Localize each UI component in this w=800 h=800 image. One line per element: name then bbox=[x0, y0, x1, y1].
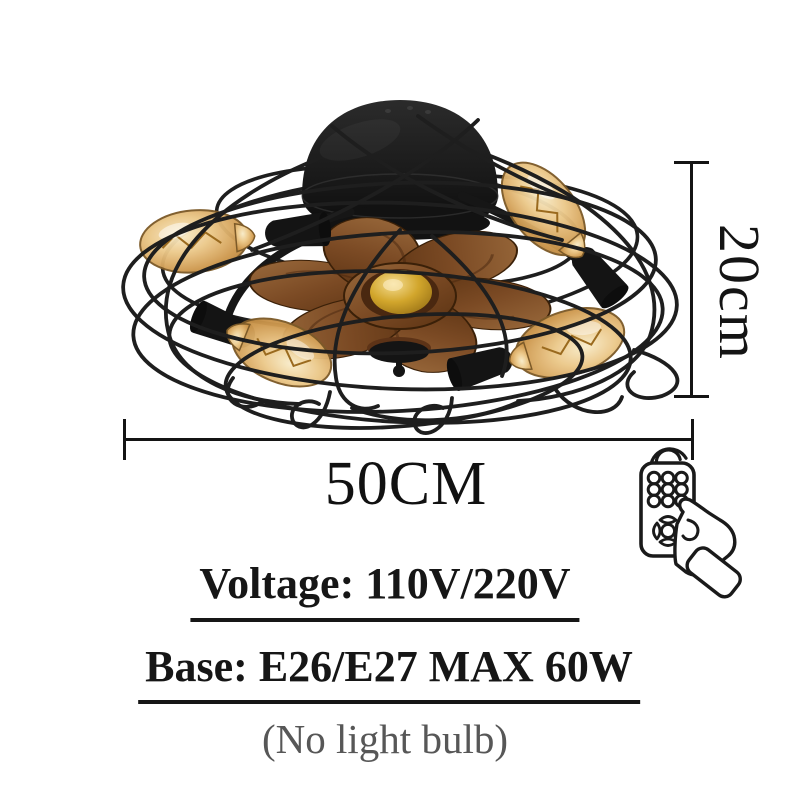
edison-bulbs bbox=[139, 161, 626, 388]
height-dimension-line bbox=[674, 161, 709, 398]
bulb-socket bbox=[446, 347, 513, 391]
spec-note: (No light bulb) bbox=[262, 716, 508, 762]
bulb-socket bbox=[571, 247, 629, 309]
height-dimension-label: 20cm bbox=[707, 224, 772, 361]
spec-base: Base: E26/E27 MAX 60W bbox=[138, 645, 640, 704]
canopy-vent-hole bbox=[385, 109, 391, 113]
spec-voltage: Voltage: 110V/220V bbox=[190, 562, 580, 622]
canopy-vent-hole bbox=[407, 106, 413, 110]
canopy-vent-hole bbox=[425, 110, 431, 114]
hand-icon bbox=[673, 497, 742, 599]
signal-waves-icon bbox=[649, 447, 688, 468]
gold-center-cap bbox=[370, 270, 432, 314]
remote-buttons bbox=[646, 470, 689, 509]
cage-front-wires bbox=[121, 114, 680, 435]
remote-control-icon bbox=[639, 447, 742, 599]
width-dimension-label: 50CM bbox=[324, 450, 488, 518]
width-dimension-line bbox=[123, 419, 694, 460]
sleeve-cuff-icon bbox=[685, 546, 742, 599]
